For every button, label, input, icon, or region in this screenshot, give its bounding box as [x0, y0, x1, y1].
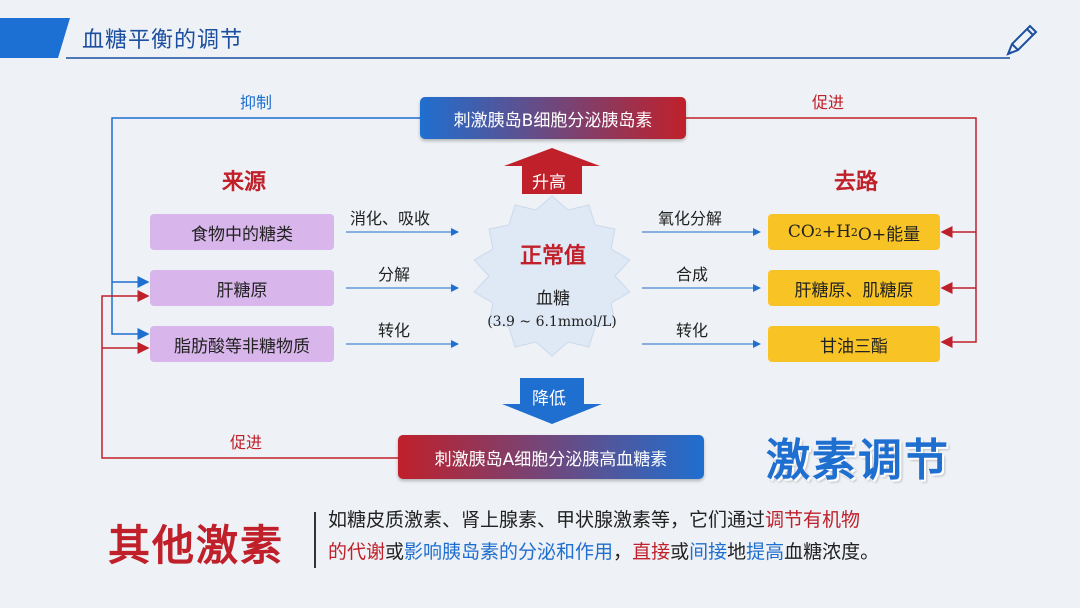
dest-energy-sub2: 2 [850, 225, 858, 239]
down-arrow-shape [502, 378, 602, 424]
description-segment: 调节有机物 [765, 509, 861, 531]
destinations-heading: 去路 [834, 169, 879, 195]
glucagon-box: 刺激胰岛A细胞分泌胰高血糖素 [398, 435, 704, 479]
other-hormones-description: 如糖皮质激素、肾上腺素、甲状腺激素等，它们通过调节有机物的代谢或影响胰岛素的分泌… [328, 504, 1028, 568]
inhibit-label: 抑制 [240, 93, 273, 112]
sources-heading: 来源 [222, 169, 267, 195]
description-segment: 直接 [632, 541, 671, 563]
dest-item-glycogen: 肝糖原、肌糖原 [768, 270, 940, 306]
dest-energy-h: +H [821, 222, 851, 242]
dest-energy-sub1: 2 [814, 225, 822, 239]
promote-label-top: 促进 [812, 93, 845, 112]
description-segment: 地 [727, 541, 747, 563]
hormone-regulation-title: 激素调节 [766, 435, 950, 486]
description-segment: 影响胰岛素的分泌和作用 [404, 541, 614, 563]
source-action-decompose: 分解 [378, 265, 411, 284]
description-segment: 如糖皮质激素、肾上腺素、甲状腺激素等，它们通过 [328, 509, 766, 531]
other-divider [314, 512, 316, 568]
decrease-label: 降低 [532, 389, 566, 409]
description-segment: ， [613, 541, 633, 563]
dest-energy-co: CO [787, 222, 815, 242]
pen-icon [1006, 24, 1038, 56]
source-item-non-sugar: 脂肪酸等非糖物质 [150, 326, 334, 362]
header-bar [0, 18, 1010, 59]
center-title: 正常值 [520, 243, 587, 269]
description-segment: 或 [385, 541, 405, 563]
description-segment: 或 [670, 541, 690, 563]
dest-item-triglyceride: 甘油三酯 [768, 326, 940, 362]
description-segment: 血糖浓度。 [784, 541, 880, 563]
page-title: 血糖平衡的调节 [82, 28, 244, 53]
dest-action-synthesize: 合成 [676, 265, 709, 284]
description-segment: 间接 [689, 541, 728, 563]
other-hormones-title: 其他激素 [108, 521, 285, 570]
center-star-shape [473, 195, 631, 357]
increase-label: 升高 [532, 173, 566, 193]
promote-label-bottom: 促进 [230, 433, 263, 452]
up-arrow-shape [504, 148, 600, 194]
source-item-food: 食物中的糖类 [150, 214, 334, 250]
dest-action-convert: 转化 [676, 321, 709, 340]
dest-energy-rest: O+能量 [857, 224, 921, 245]
description-segment: 提高 [746, 541, 785, 563]
center-name: 血糖 [536, 289, 570, 309]
source-action-digest: 消化、吸收 [350, 209, 431, 228]
source-action-convert: 转化 [378, 321, 411, 340]
source-item-liver-glycogen: 肝糖原 [150, 270, 334, 306]
insulin-box: 刺激胰岛B细胞分泌胰岛素 [420, 97, 686, 139]
description-segment: 的代谢 [328, 541, 386, 563]
center-range: (3.9 ~ 6.1mmol/L) [487, 314, 617, 330]
dest-action-oxidize: 氧化分解 [658, 209, 723, 228]
